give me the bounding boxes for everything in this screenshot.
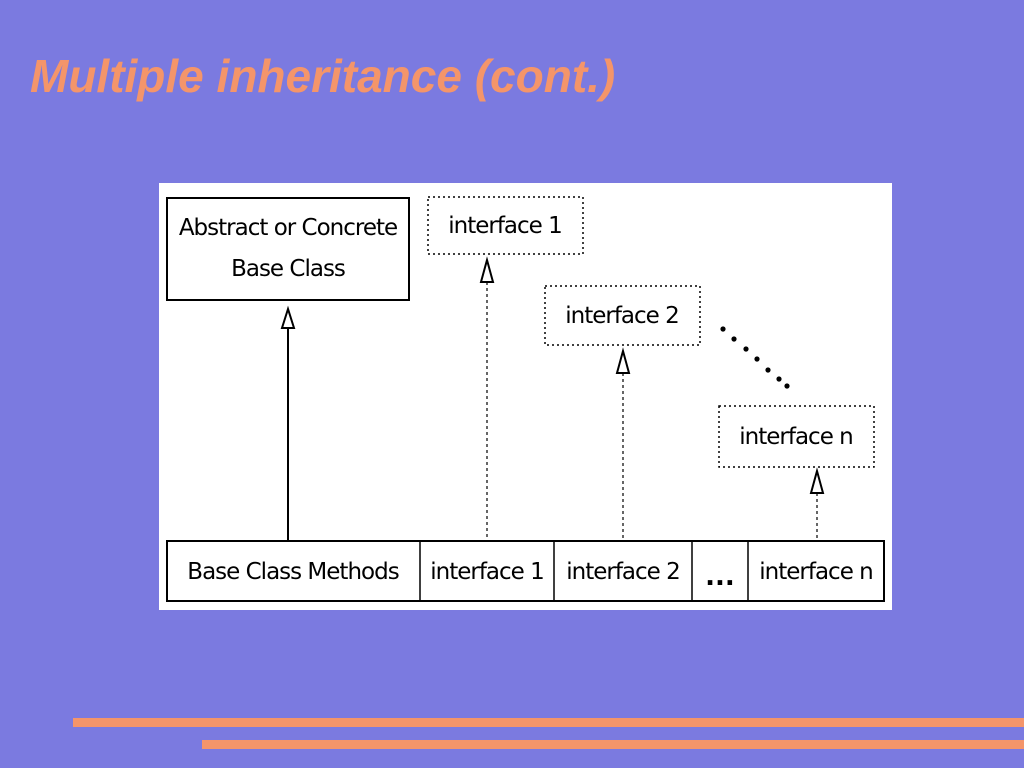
interface-2-label: interface 2 bbox=[565, 303, 679, 329]
base-class-label-line2: Base Class bbox=[231, 256, 345, 282]
inheritance-diagram: Abstract or Concrete Base Class interfac… bbox=[159, 183, 892, 610]
accent-bar-bottom bbox=[202, 740, 1024, 749]
derived-cell-interface-1: interface 1 bbox=[430, 559, 544, 585]
derived-cell-interface-2: interface 2 bbox=[566, 559, 680, 585]
base-class-label-line1: Abstract or Concrete bbox=[179, 215, 397, 241]
interface-1-box: interface 1 bbox=[427, 196, 584, 255]
base-class-box: Abstract or Concrete Base Class bbox=[166, 197, 410, 301]
interface-2-box: interface 2 bbox=[544, 285, 701, 346]
continuation-dots bbox=[720, 326, 790, 389]
interface-1-label: interface 1 bbox=[448, 213, 562, 239]
interface-n-box: interface n bbox=[718, 405, 875, 468]
derived-cell-ellipsis: ... bbox=[705, 562, 735, 592]
derived-cell-base-methods: Base Class Methods bbox=[187, 559, 398, 585]
derived-class-row: Base Class Methods interface 1 interface… bbox=[166, 540, 885, 602]
slide-title: Multiple inheritance (cont.) bbox=[30, 50, 616, 102]
interface-1-realization-arrow bbox=[479, 256, 495, 541]
derived-cell-interface-n: interface n bbox=[759, 559, 872, 585]
interface-2-realization-arrow bbox=[615, 347, 631, 541]
interface-n-realization-arrow bbox=[809, 467, 825, 541]
accent-bar-top bbox=[73, 718, 1024, 727]
diagram-canvas: Abstract or Concrete Base Class interfac… bbox=[166, 196, 885, 602]
interface-n-label: interface n bbox=[739, 424, 852, 450]
base-class-inheritance-arrow bbox=[280, 305, 296, 541]
